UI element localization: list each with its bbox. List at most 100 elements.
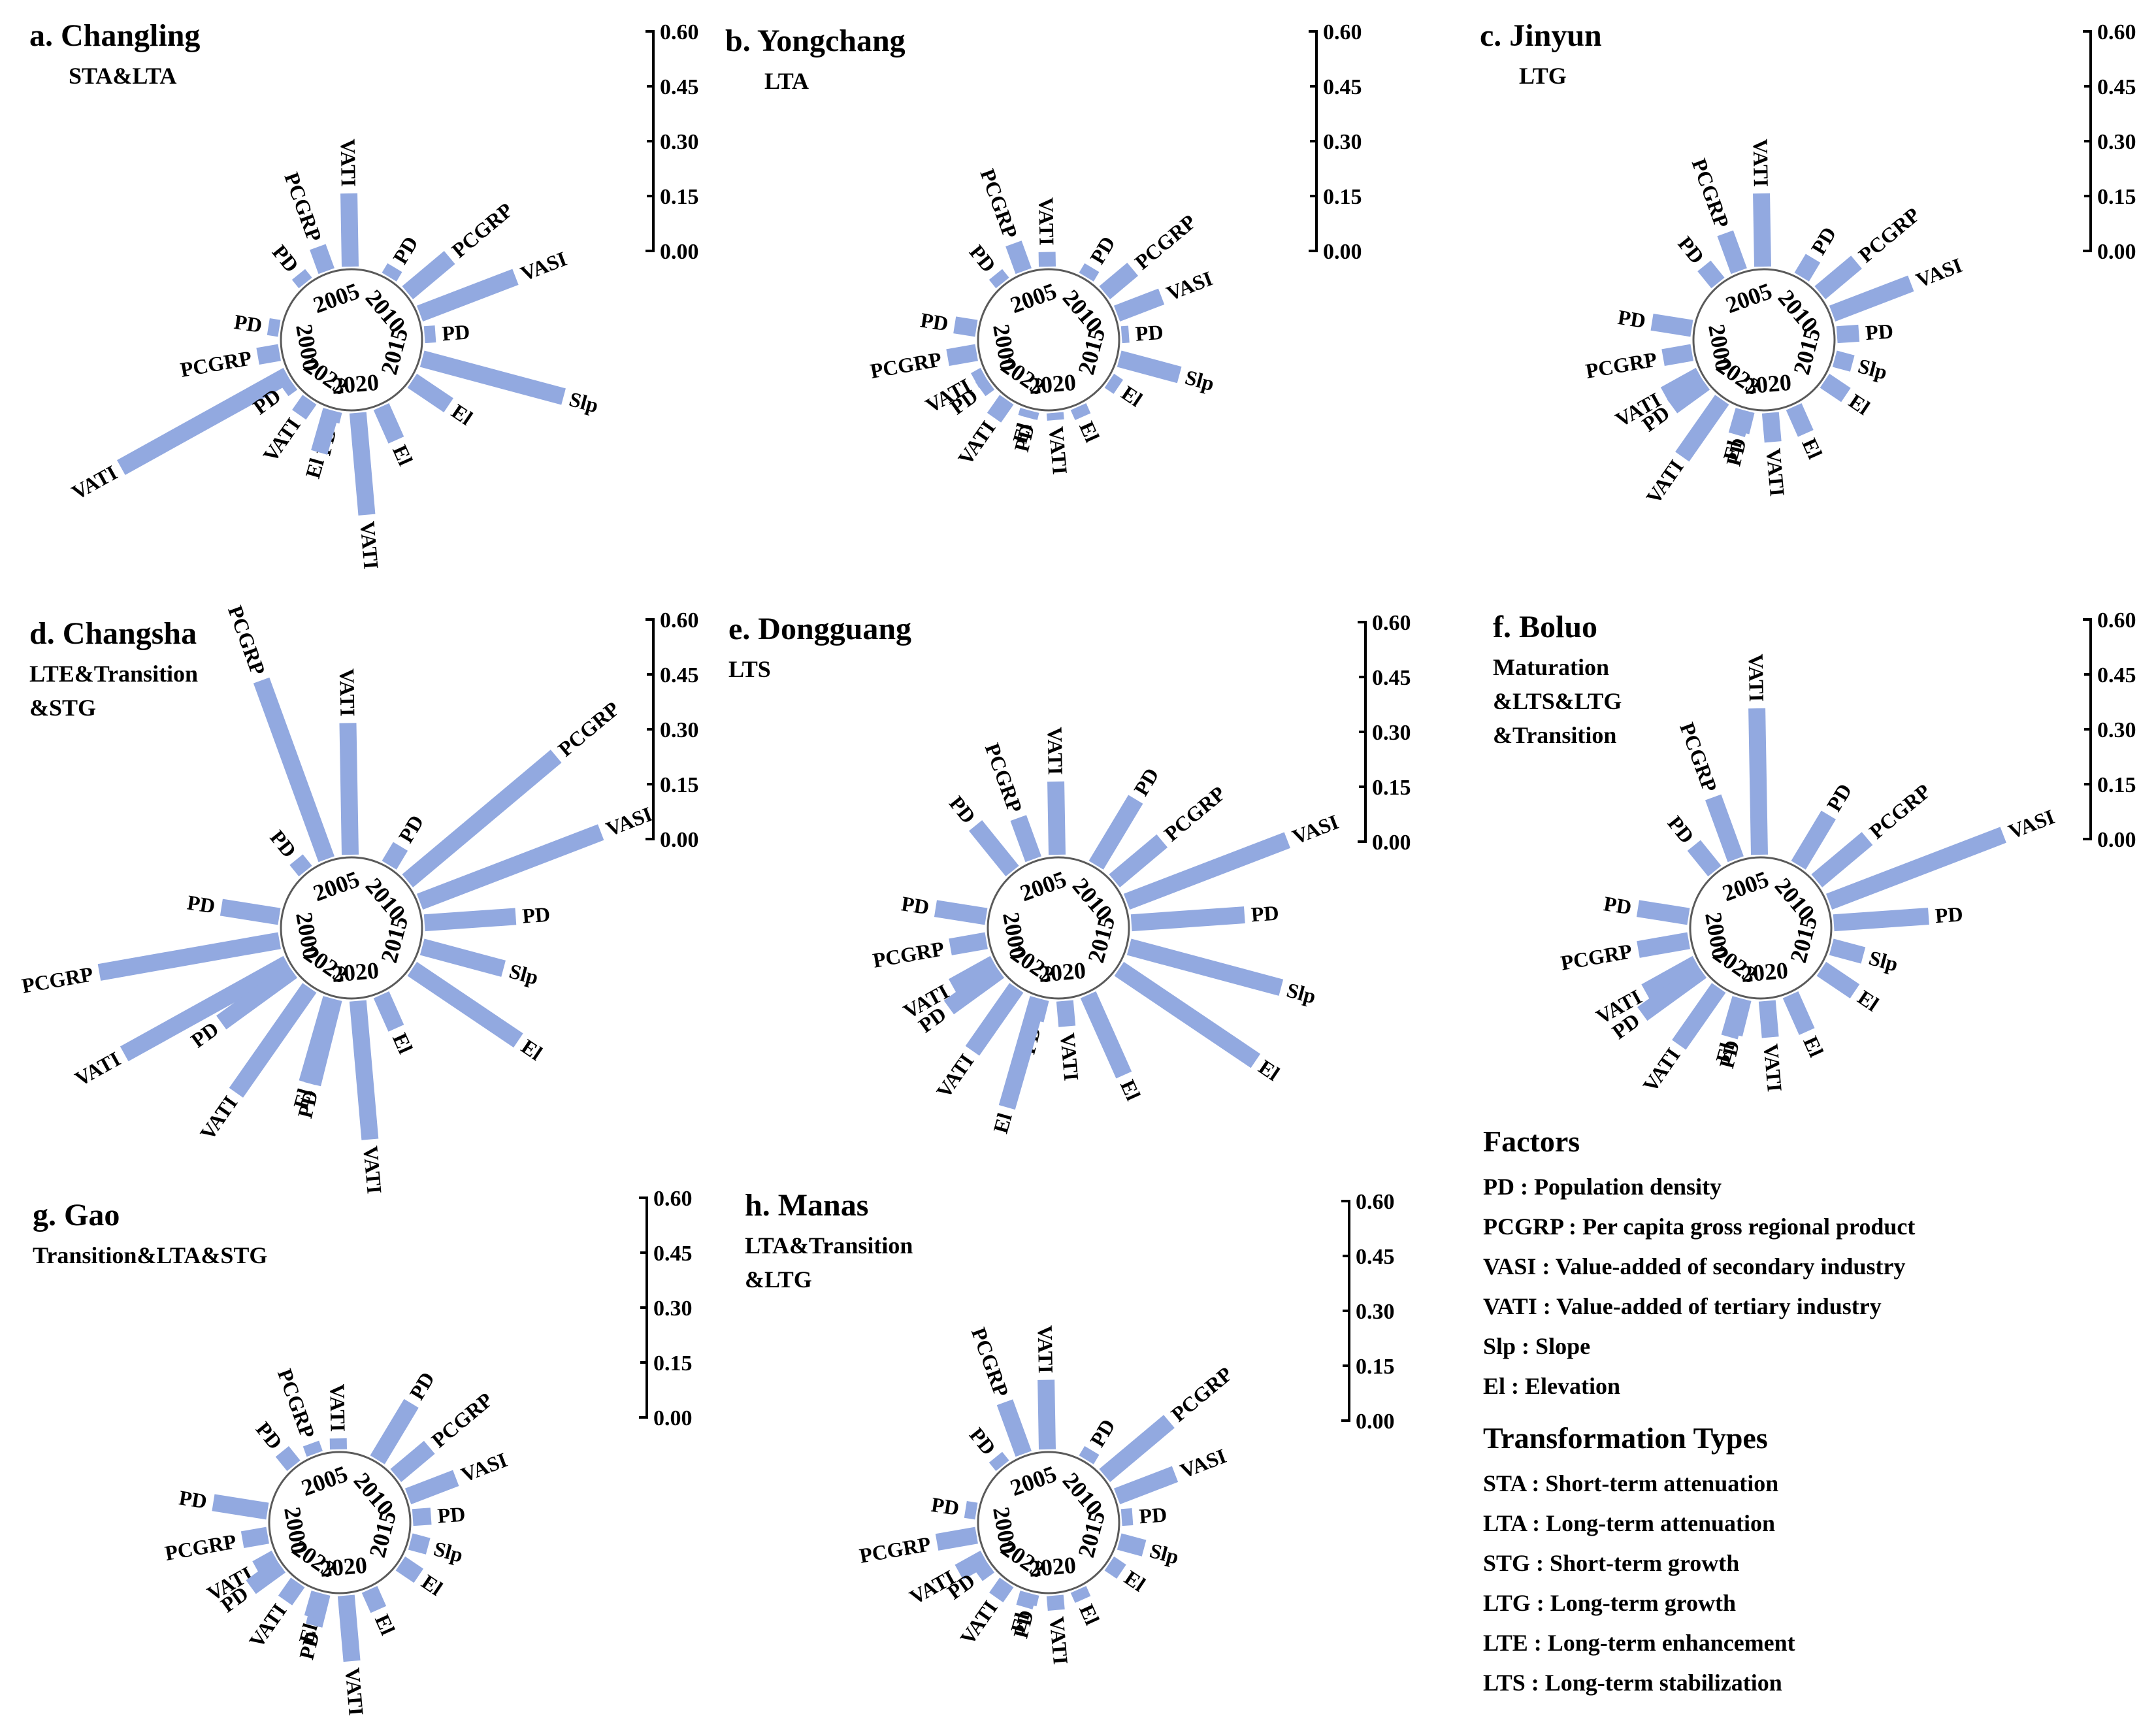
bar-slp: [419, 938, 506, 977]
bar-pd: [382, 263, 402, 282]
bar-label: PCGRP: [871, 936, 946, 972]
factor-item: VATIValue-added of tertiary industry: [1483, 1287, 2143, 1327]
bar-label: PCGRP: [981, 740, 1028, 816]
bar-el: [407, 961, 523, 1048]
year-label: 2005: [1722, 278, 1775, 318]
bar-vati: [120, 955, 292, 1062]
bar-pcgrp: [946, 344, 978, 366]
scale-tick-label: 0.45: [653, 1242, 693, 1266]
bar-pd: [370, 1398, 419, 1464]
bar-vasi: [1123, 832, 1290, 910]
bar-label: PCGRP: [223, 602, 270, 678]
inner-ring: [977, 268, 1120, 412]
bar-vati: [965, 983, 1024, 1056]
scale-tick-label: 0.45: [1323, 75, 1362, 99]
bar-vati: [340, 193, 359, 267]
year-label: 2005: [1007, 1461, 1060, 1501]
bar-label: El: [1254, 1055, 1284, 1085]
bar-label: PD: [394, 811, 429, 847]
scale-tick-label: 0.15: [653, 1351, 693, 1376]
bar-pd: [1791, 810, 1836, 870]
bar-label: VATI: [1045, 425, 1072, 475]
bar-label: VATI: [340, 1666, 368, 1716]
bar-el: [361, 1586, 387, 1613]
bar-label: VASI: [458, 1447, 510, 1487]
bar-vasi: [1113, 1466, 1179, 1505]
scale-tick-label: 0.15: [2097, 773, 2136, 797]
bar-vati: [349, 412, 376, 516]
bar-label: PD: [186, 890, 217, 917]
bar-label: PD: [178, 1485, 209, 1513]
scale-tick-label: 0.45: [660, 663, 699, 687]
bar-vati: [989, 1577, 1014, 1603]
bar-label: PD: [930, 1493, 961, 1520]
inner-ring: [987, 856, 1130, 1000]
year-label: 2015: [364, 1508, 401, 1560]
bar-label: PD: [1135, 320, 1164, 346]
bar-el: [373, 991, 404, 1032]
bar-pd: [964, 1501, 978, 1520]
scale-tick-label: 0.60: [1323, 20, 1362, 44]
bar-pcgrp: [935, 1527, 978, 1551]
bar-label: PD: [1085, 232, 1120, 268]
bar-vati: [1047, 781, 1066, 855]
bar-pcgrp: [1637, 932, 1690, 958]
panel-a: a. ChanglingSTA&LTA0.000.150.300.450.602…: [29, 18, 699, 570]
bar-label: PD: [1602, 891, 1633, 919]
scale-tick-label: 0.30: [2097, 718, 2136, 742]
bar-pcgrp: [1099, 1415, 1175, 1482]
panel-title: b. Yongchang: [725, 24, 906, 58]
bar-label: VATI: [1641, 455, 1688, 508]
scale-tick-label: 0.45: [2097, 75, 2136, 99]
panel-e: e. DongguangLTS0.000.150.300.450.602000V…: [728, 611, 1411, 1136]
factor-label: Elevation: [1525, 1373, 1621, 1399]
year-label: 2015: [1788, 325, 1825, 378]
bar-pd: [412, 1508, 432, 1527]
scale-tick-label: 0.60: [653, 1187, 693, 1211]
panel-c: c. JinyunLTG0.000.150.300.450.602000VATI…: [1480, 18, 2136, 508]
scale-tick-label: 0.45: [1372, 666, 1411, 690]
type-label: Short-term attenuation: [1545, 1470, 1779, 1496]
bar-pd: [278, 376, 298, 397]
panel-subtitle: LTG: [1519, 63, 1567, 89]
bar-el: [1114, 961, 1261, 1068]
bar-pd: [216, 964, 298, 1030]
scale-tick-label: 0.60: [1372, 611, 1411, 635]
bar-pcgrp: [1099, 263, 1139, 299]
scale-tick-label: 0.15: [660, 185, 699, 209]
bar-el: [1728, 408, 1752, 437]
bar-label: VATI: [955, 1596, 1002, 1649]
bar-vati: [117, 367, 292, 475]
scale-tick-label: 0.30: [653, 1296, 693, 1321]
bar-label: PCGRP: [1559, 939, 1634, 975]
bar-pcgrp: [949, 932, 988, 955]
bar-vati: [1748, 708, 1768, 855]
bar-el: [1018, 408, 1037, 420]
bar-pd: [934, 900, 988, 925]
factor-abbr: VATI: [1483, 1293, 1556, 1319]
bar-label: VATI: [335, 668, 359, 717]
bar-label: VASI: [1177, 1444, 1229, 1483]
bar-pd: [1836, 324, 1860, 344]
bar-el: [1070, 403, 1091, 420]
bar-label: PCGRP: [1160, 782, 1230, 846]
bar-label: VATI: [1638, 1044, 1685, 1097]
bar-label: VATI: [1043, 727, 1068, 775]
bar-pcgrp: [240, 1527, 269, 1549]
type-item: LTALong-term attenuation: [1483, 1504, 2143, 1543]
bar-pcgrp: [402, 251, 455, 299]
bar-label: VASI: [603, 802, 655, 841]
bar-pcgrp: [302, 1440, 323, 1457]
bar-label: PCGRP: [447, 198, 517, 262]
bar-label: VATI: [359, 1145, 386, 1195]
bar-label: PCGRP: [1167, 1362, 1237, 1426]
bar-label: Slp: [507, 959, 541, 989]
bar-label: El: [1799, 1032, 1828, 1060]
bar-label: PD: [945, 791, 981, 828]
bar-label: VATI: [1045, 1615, 1073, 1665]
bar-pd: [220, 899, 281, 925]
year-label: 2005: [310, 866, 363, 906]
factor-item: ElElevation: [1483, 1366, 2143, 1406]
bar-label: PCGRP: [858, 1532, 933, 1568]
bar-pcgrp: [1661, 344, 1693, 366]
